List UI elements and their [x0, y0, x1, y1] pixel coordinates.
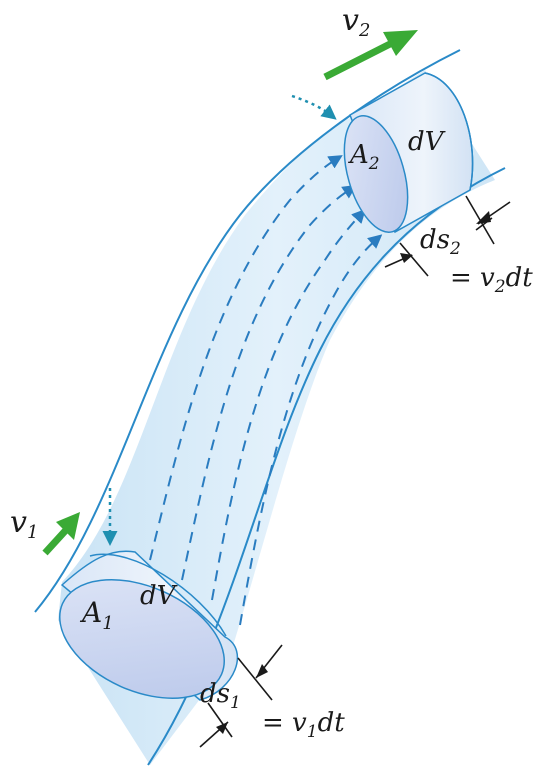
ds1-dimension: [199, 644, 283, 748]
label-eq2: = v2dt: [450, 263, 533, 297]
svg-text:= v1dt: = v1dt: [262, 708, 345, 742]
eq1-suffix: dt: [318, 708, 346, 738]
ds2-dimension: [384, 195, 511, 277]
label-v1: v1: [10, 505, 38, 543]
area-a2-disk: [343, 115, 409, 233]
a1-main: A: [79, 596, 102, 629]
svg-text:= v2dt: = v2dt: [450, 263, 533, 297]
svg-text:A2: A2: [348, 140, 380, 174]
ds1-sub: 1: [230, 693, 241, 713]
label-dv-top: dV: [408, 127, 446, 157]
area-a1-disk: [59, 579, 225, 699]
a1-sub: 1: [102, 613, 113, 634]
eq2-sub: 2: [494, 277, 506, 297]
bottom-volume-element: [59, 550, 239, 701]
a2-sub: 2: [368, 154, 380, 174]
label-ds2: ds2: [420, 225, 461, 259]
streamline-3: [211, 208, 366, 601]
velocity-arrow-v2: [323, 30, 418, 81]
eq2-suffix: dt: [506, 263, 534, 293]
streamline-1: [149, 155, 343, 561]
streamline-2: [181, 184, 357, 581]
top-volume-element: [343, 72, 474, 234]
svg-text:v1: v1: [10, 505, 38, 543]
eq1-sub: 1: [307, 722, 318, 742]
tube-upper-edge: [34, 49, 461, 613]
eq1-prefix: = v: [262, 708, 307, 738]
label-a2: A2: [348, 140, 380, 174]
svg-text:A1: A1: [79, 596, 114, 634]
ds1-main: ds: [200, 679, 230, 709]
label-eq1: = v1dt: [262, 708, 345, 742]
streamline-4: [239, 234, 383, 626]
svg-text:v2: v2: [342, 3, 370, 41]
a2-main: A: [348, 140, 369, 170]
top-cylinder-far-rim: [424, 72, 474, 191]
ds2-sub: 2: [449, 239, 461, 259]
eq2-prefix: = v: [450, 263, 495, 293]
v1-sub: 1: [27, 522, 38, 543]
svg-text:ds1: ds1: [200, 679, 241, 713]
label-v2: v2: [342, 3, 370, 41]
label-dv-bottom: dV: [140, 581, 178, 611]
streamlines: [149, 155, 383, 626]
svg-text:ds2: ds2: [420, 225, 461, 259]
v2-sub: 2: [358, 20, 370, 41]
ds2-main: ds: [420, 225, 450, 255]
velocity-arrow-v1: [42, 512, 80, 556]
label-ds1: ds1: [200, 679, 241, 713]
label-a1: A1: [79, 596, 114, 634]
v1-main: v: [10, 505, 27, 540]
v2-main: v: [342, 3, 359, 38]
dotted-pointer-top: [291, 94, 337, 120]
bottom-cylinder-top-edge: [89, 553, 227, 637]
